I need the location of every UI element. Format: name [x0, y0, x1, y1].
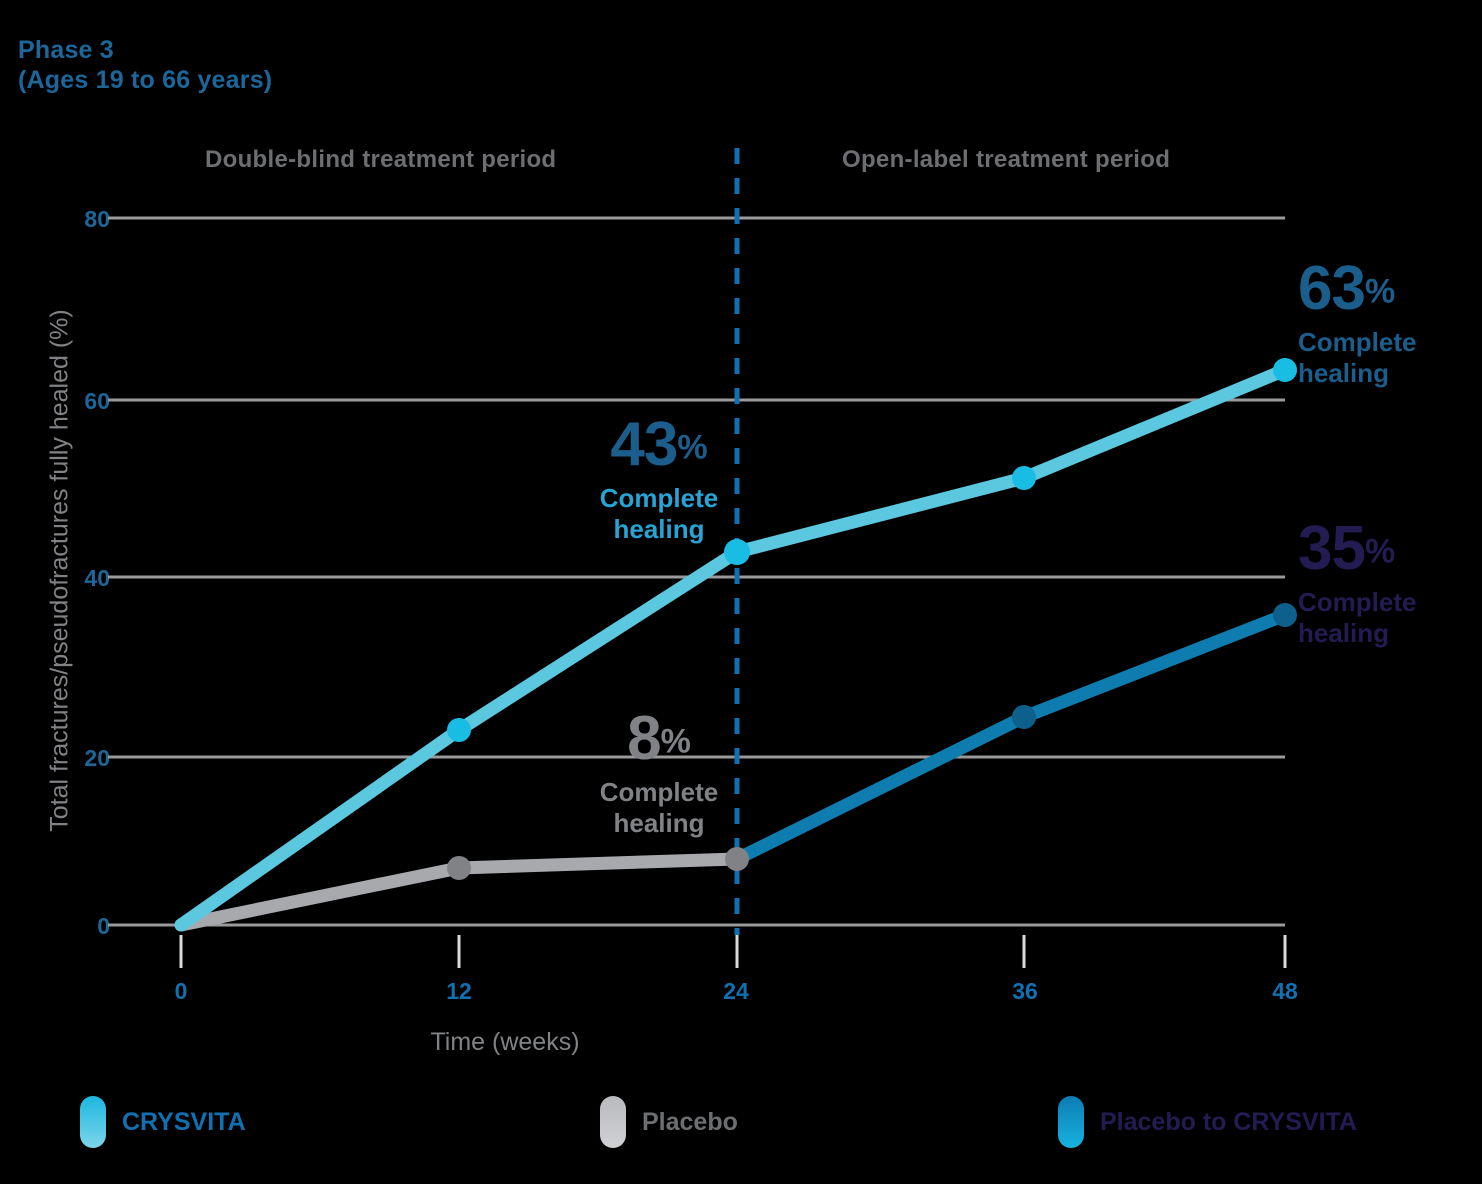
- annotation-percent-sign: %: [660, 722, 691, 761]
- x-axis-label: Time (weeks): [430, 1028, 580, 1056]
- legend-item-label: CRYSVITA: [122, 1107, 246, 1136]
- x-tick-12: 12: [446, 978, 472, 1004]
- annotation-value: 43: [610, 410, 678, 479]
- x-tick-24: 24: [723, 978, 749, 1004]
- series-placebo-markers: [447, 847, 749, 880]
- annotation-caption-line2: healing: [613, 807, 705, 838]
- pill-icon: [80, 1096, 106, 1148]
- legend-item-crysvita: CRYSVITA: [80, 1096, 246, 1148]
- pill-icon: [600, 1096, 626, 1148]
- annotation-caption-line1: Complete: [599, 776, 719, 807]
- y-tick-0: 0: [97, 913, 110, 939]
- series-placebo-to-crysvita-line: [730, 608, 1292, 866]
- period-label-open-label: Open-label treatment period: [842, 146, 1171, 173]
- y-tick-60: 60: [84, 388, 110, 414]
- page-title: Phase 3: [18, 36, 114, 64]
- legend-item-label: Placebo: [642, 1107, 738, 1136]
- series-placebo-to-crysvita-markers: [1012, 603, 1297, 729]
- x-tick-0: 0: [174, 978, 188, 1004]
- y-tick-40: 40: [84, 565, 110, 591]
- annotation-percent-sign: %: [1364, 272, 1396, 311]
- legend-item-placebo: Placebo: [600, 1096, 738, 1148]
- legend-item-label: Placebo to CRYSVITA: [1100, 1107, 1357, 1136]
- annotation-value: 8: [627, 704, 661, 773]
- annotation-percent-sign: %: [677, 428, 708, 467]
- x-axis-ticks: [179, 935, 1287, 968]
- page-subtitle: (Ages 19 to 66 years): [18, 66, 273, 94]
- period-label-double-blind: Double-blind treatment period: [205, 146, 557, 173]
- annotation-percent-sign: %: [1364, 532, 1396, 571]
- annotation-caption-line2: healing: [1298, 617, 1390, 648]
- legend: CRYSVITA Placebo Placebo to CRYSVITA: [0, 1096, 1482, 1156]
- x-tick-36: 36: [1012, 978, 1038, 1004]
- legend-item-placebo-to-crysvita: Placebo to CRYSVITA: [1058, 1096, 1357, 1148]
- annotation-caption-line2: healing: [1298, 357, 1390, 388]
- x-tick-48: 48: [1272, 978, 1298, 1004]
- annotation-caption-line1: Complete: [1298, 326, 1417, 357]
- y-tick-80: 80: [84, 206, 110, 232]
- pill-icon: [1058, 1096, 1084, 1148]
- series-crysvita-markers: [447, 358, 1297, 742]
- annotation-caption-line1: Complete: [599, 482, 719, 513]
- annotation-caption-line2: healing: [613, 513, 705, 544]
- y-tick-20: 20: [84, 745, 110, 771]
- annotation-value: 35: [1298, 514, 1366, 583]
- annotation-caption-line1: Complete: [1298, 586, 1417, 617]
- annotation-value: 63: [1298, 254, 1366, 323]
